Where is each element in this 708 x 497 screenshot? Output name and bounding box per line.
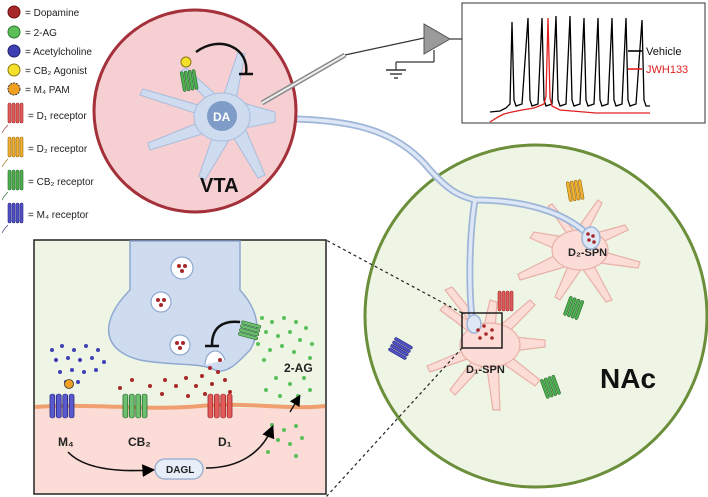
- m4-receptor-icon: [1, 202, 24, 234]
- amplifier-icon: [395, 23, 462, 70]
- ground-icon: [386, 69, 406, 79]
- da-nucleus: [207, 101, 237, 131]
- d2-terminal: [581, 226, 601, 250]
- synapse-m4-label: M₄: [58, 435, 74, 449]
- cb2-receptor-icon: [1, 169, 24, 201]
- d2-spn-label: D₂-SPN: [568, 247, 607, 259]
- m4-pam-icon: [64, 379, 74, 389]
- da-label: DA: [213, 110, 231, 124]
- cb2-agonist-dot-icon: [7, 63, 21, 77]
- jwh133-trace: [489, 17, 650, 123]
- legend-label-cb2-agonist: = CB₂ Agonist: [25, 66, 87, 77]
- zoom-line-top: [325, 239, 463, 314]
- d1-spn-label: D₁-SPN: [466, 364, 505, 376]
- legend-label-2ag: = 2-AG: [25, 28, 57, 39]
- presynaptic-terminal: [107, 240, 258, 372]
- vehicle-trace: [489, 15, 650, 113]
- legend-label-dopamine: = Dopamine: [25, 8, 80, 19]
- d2-receptor-icon: [1, 136, 24, 168]
- vta-label: VTA: [200, 175, 239, 197]
- trace-panel: Vehicle JWH133: [461, 2, 706, 124]
- legend-label-acetylcholine: = Acetylcholine: [25, 47, 92, 58]
- dopamine-axon-core: [268, 116, 587, 320]
- acetylcholine-dot-icon: [7, 44, 21, 58]
- synapse-inhibition-arrow: [210, 320, 241, 346]
- 2ag-label: 2-AG: [284, 361, 313, 375]
- trace-legend-vehicle: Vehicle: [646, 46, 681, 58]
- dagl-label: DAGL: [166, 465, 194, 476]
- legend-label-cb2: = CB₂ receptor: [28, 177, 95, 188]
- synapse-cb2-label: CB₂: [128, 435, 151, 449]
- vta-cb2-agonist-icon: [180, 56, 192, 68]
- dagl-box: [154, 458, 204, 480]
- vta-inhibition-arrow: [195, 42, 248, 75]
- nac-region: [363, 143, 708, 489]
- legend-label-d2: = D₂ receptor: [28, 144, 88, 155]
- d1-receptor-icon: [1, 102, 24, 134]
- m4-pam-dot-icon: [7, 82, 21, 96]
- 2ag-arrow: [289, 394, 301, 413]
- dopamine-dot-icon: [7, 5, 21, 19]
- d1-terminal: [466, 314, 494, 340]
- zoom-box: [461, 312, 503, 349]
- legend: = Dopamine = 2-AG = Acetylcholine = CB₂ …: [1, 5, 95, 234]
- dagl-to-2ag-arrow: [205, 425, 275, 469]
- zoom-line-bottom: [325, 347, 463, 497]
- legend-label-m4: = M₄ receptor: [28, 210, 89, 221]
- legend-label-d1: = D₁ receptor: [28, 111, 87, 122]
- legend-label-m4-pam: = M₄ PAM: [25, 85, 70, 96]
- m4-to-dagl-arrow: [67, 451, 156, 477]
- 2ag-dot-icon: [7, 25, 21, 39]
- trace-legend-jwh133: JWH133: [646, 64, 688, 76]
- 2ag-cloud: [256, 316, 314, 458]
- recording-electrode: [260, 37, 425, 106]
- nac-label: NAc: [600, 363, 656, 394]
- synapse-d1-label: D₁: [218, 435, 232, 449]
